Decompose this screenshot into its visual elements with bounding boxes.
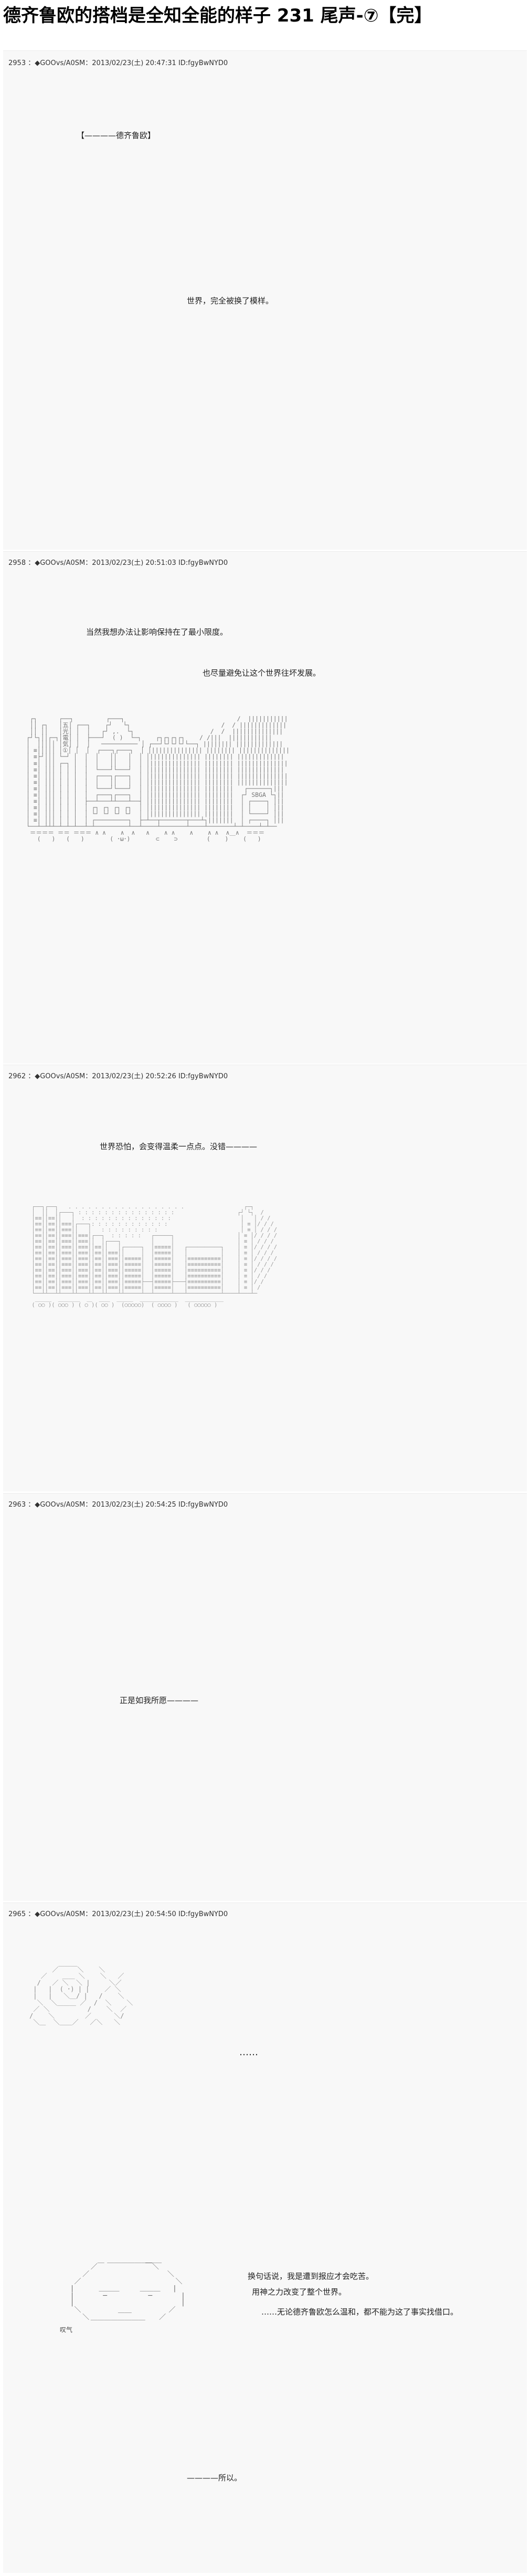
post: 2963 ：◆GOOvs/A0SM：2013/02/23(土) 20:54:25… [3, 1493, 527, 1901]
post-text: 换句话说，我是遭到报应才会吃苦。 [248, 2272, 374, 2281]
post-header: 2965 ：◆GOOvs/A0SM：2013/02/23(土) 20:54:50… [8, 1910, 228, 1918]
post: 2962 ：◆GOOvs/A0SM：2013/02/23(土) 20:52:26… [3, 1065, 527, 1491]
ascii-art-face: ＿＿＿＿＿＿＿＿ ／￣ ￣＼ ／ ＼ ／ ＼ | ＿＿＿ ＿＿＿ | | ─ ─… [70, 2256, 185, 2329]
post: 2953 ：◆GOOvs/A0SM：2013/02/23(土) 20:47:31… [3, 50, 527, 550]
post-text: ……无论德齐鲁欧怎么温和，都不能为这了事实找借口。 [261, 2307, 459, 2317]
post-text: 当然我想办法让影响保持在了最小限度。 [86, 627, 228, 637]
post-text: 世界，完全被换了模样。 [187, 296, 274, 306]
post-text: 用神之力改变了整个世界。 [252, 2287, 347, 2297]
ellipsis-text: …… [239, 2047, 258, 2058]
post-header: 2962 ：◆GOOvs/A0SM：2013/02/23(土) 20:52:26… [8, 1073, 228, 1080]
post: 2958 ：◆GOOvs/A0SM：2013/02/23(土) 20:51:03… [3, 551, 527, 1064]
post-text: 也尽量避免让这个世界往坏发展。 [203, 668, 321, 678]
sigh-text: 叹气 [60, 2326, 73, 2333]
post-text: 世界恐怕，会变得温柔一点点。没错———— [100, 1142, 258, 1151]
post: 2965 ：◆GOOvs/A0SM：2013/02/23(土) 20:54:50… [3, 1902, 527, 2573]
post-header: 2958 ：◆GOOvs/A0SM：2013/02/23(土) 20:51:03… [8, 559, 228, 567]
page-title: 德齐鲁欧的搭档是全知全能的样子 231 尾声-⑦【完】 [3, 5, 432, 26]
post-text: 正是如我所愿———— [120, 1696, 199, 1705]
post-header: 2963 ：◆GOOvs/A0SM：2013/02/23(土) 20:54:25… [8, 1501, 228, 1509]
post-header: 2953 ：◆GOOvs/A0SM：2013/02/23(土) 20:47:31… [8, 59, 228, 67]
post-text: ————所以。 [187, 2473, 242, 2483]
ascii-art-cityscape: ┌┐ ┌──┐ ┌───┐ / ||||||||||| ││ ┌┐ │五│ ┌─… [26, 715, 290, 843]
ascii-art-city-view: ┌──┐┌──┐ . . . . . . . . . . . . . . . .… [31, 1204, 278, 1309]
post-text: 【————德齐鲁欧】 [77, 131, 156, 140]
ascii-art-character: ／￣￣￣＼ ＼ ／ ＿＿ ＼ ＼ ／ / ／ ＼ ＼ | ＼／ | | ( ･)… [29, 1965, 133, 2026]
